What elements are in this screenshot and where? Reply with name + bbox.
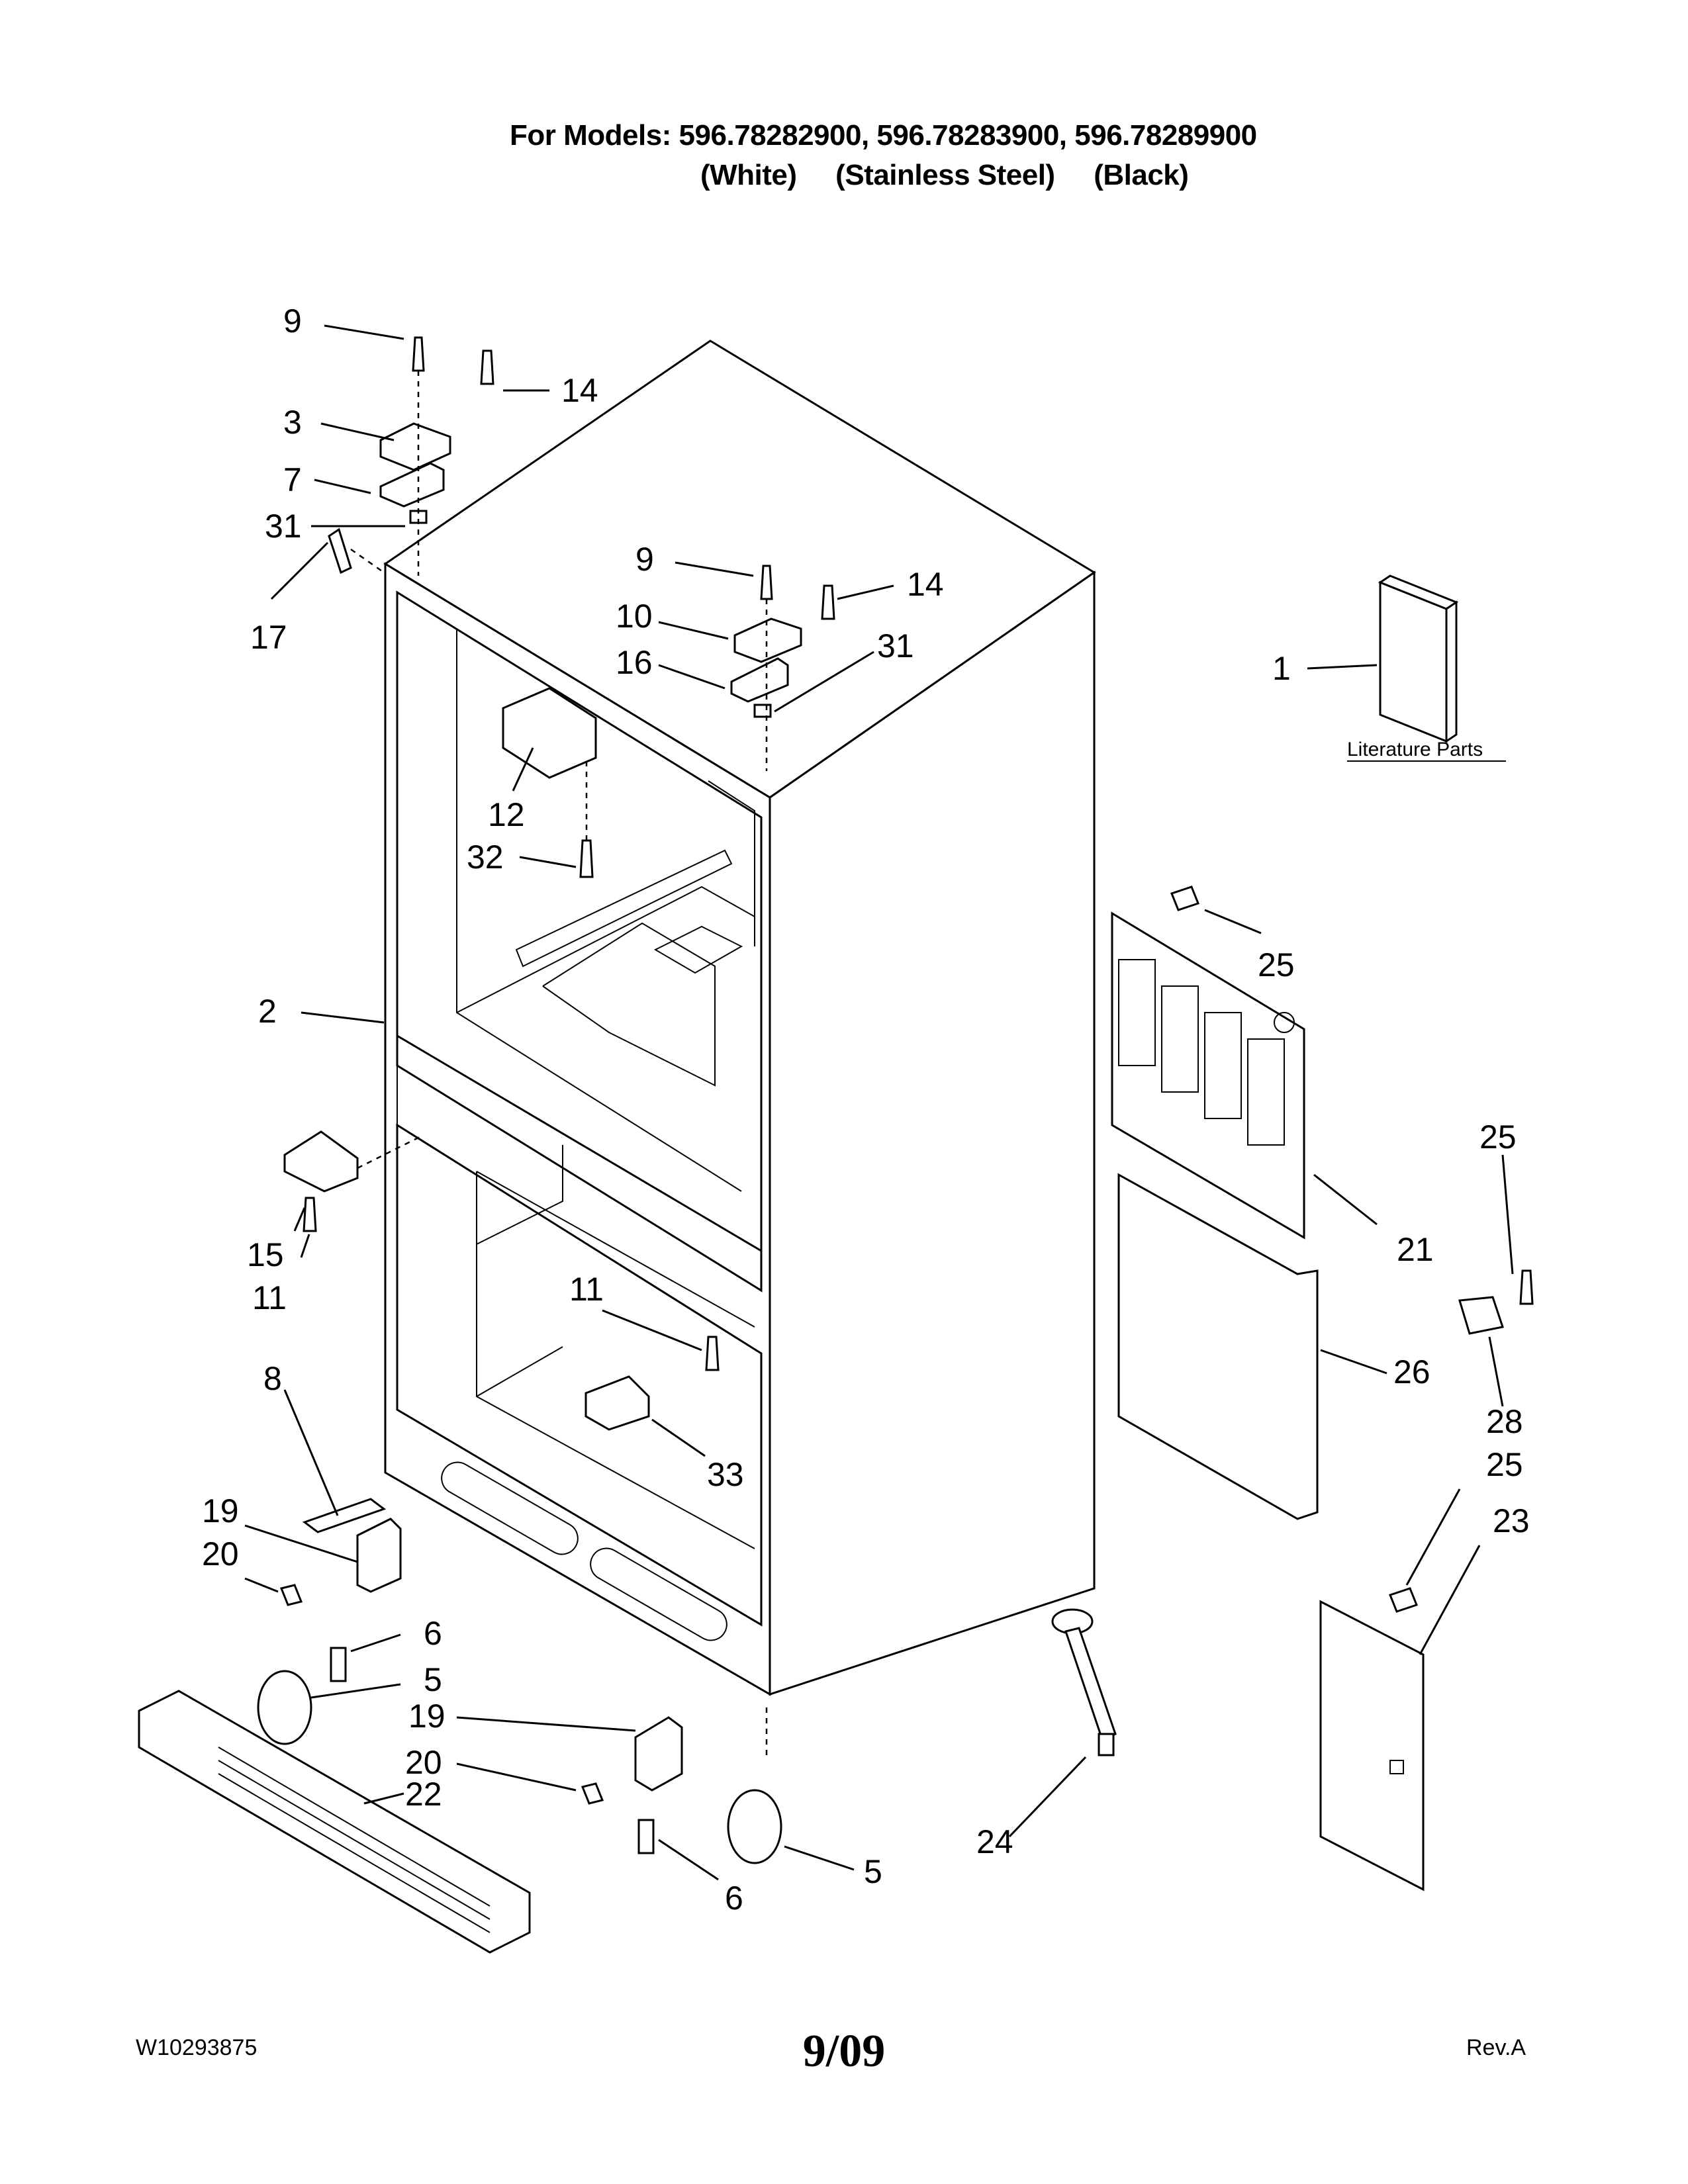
roller-5b bbox=[727, 1789, 782, 1864]
hinge-cover-3 bbox=[379, 422, 451, 471]
models-line: For Models: 596.78282900, 596.78283900, … bbox=[510, 119, 1257, 152]
part-17 bbox=[328, 527, 352, 574]
screw-20b bbox=[581, 1782, 604, 1805]
callout-9: 9 bbox=[283, 302, 302, 340]
callout-labels: 9 14 3 7 31 17 9 14 10 16 31 1 12 32 2 2… bbox=[202, 302, 1530, 1917]
part-12-housing bbox=[502, 687, 597, 779]
callout-5b: 5 bbox=[864, 1853, 882, 1890]
literature-booklet bbox=[1378, 574, 1459, 743]
callout-15: 15 bbox=[247, 1236, 284, 1273]
callout-19b: 19 bbox=[408, 1698, 445, 1735]
screw-9b bbox=[760, 565, 773, 600]
screw-32 bbox=[579, 839, 594, 878]
callout-31: 31 bbox=[265, 508, 302, 545]
callout-2: 2 bbox=[258, 993, 277, 1030]
leveler-6 bbox=[330, 1647, 347, 1682]
hinge-cover-10 bbox=[733, 617, 802, 663]
screw-25c bbox=[1389, 1587, 1418, 1613]
top-left-hinge-group bbox=[328, 336, 494, 576]
callout-10: 10 bbox=[616, 598, 653, 635]
callout-32: 32 bbox=[467, 839, 504, 876]
clamp-28 bbox=[1458, 1296, 1504, 1335]
rod-8 bbox=[302, 1498, 387, 1533]
screw-14b bbox=[821, 584, 835, 620]
bracket-33 bbox=[585, 1375, 650, 1431]
hinge-7 bbox=[379, 462, 445, 508]
callout-20: 20 bbox=[202, 1535, 239, 1572]
screw-20 bbox=[279, 1584, 303, 1606]
literature-caption: Literature Parts bbox=[1347, 739, 1483, 760]
hinge-16 bbox=[730, 657, 789, 703]
callout-19: 19 bbox=[202, 1492, 239, 1529]
callout-6b: 6 bbox=[725, 1880, 743, 1917]
callout-23: 23 bbox=[1493, 1502, 1530, 1539]
callout-21: 21 bbox=[1397, 1231, 1434, 1268]
access-cover-23 bbox=[1319, 1600, 1425, 1891]
screw-11b bbox=[705, 1336, 720, 1371]
shim-31b bbox=[753, 704, 772, 718]
freezer-opening bbox=[396, 1123, 763, 1627]
callout-3: 3 bbox=[283, 404, 302, 441]
doc-number: W10293875 bbox=[136, 2035, 258, 2060]
screw-25b bbox=[1519, 1269, 1534, 1305]
callout-12: 12 bbox=[488, 796, 525, 833]
callout-14b: 14 bbox=[907, 566, 944, 603]
screw-11 bbox=[303, 1197, 317, 1232]
callout-8: 8 bbox=[263, 1360, 282, 1397]
rear-grille-21 bbox=[1111, 911, 1305, 1240]
callout-6: 6 bbox=[424, 1615, 442, 1652]
cabinet bbox=[383, 340, 1096, 1696]
callout-20b: 20 bbox=[405, 1744, 442, 1781]
callout-7: 7 bbox=[283, 461, 302, 498]
revision: Rev.A bbox=[1466, 2035, 1526, 2060]
callout-16: 16 bbox=[616, 644, 653, 681]
bracket-19b bbox=[634, 1716, 683, 1792]
top-right-hinge-group bbox=[730, 565, 835, 771]
leader-lines bbox=[244, 324, 1514, 1881]
rear-panel-26 bbox=[1117, 1173, 1319, 1520]
doc-date: 9/09 bbox=[802, 2026, 886, 2077]
callout-1: 1 bbox=[1272, 650, 1291, 687]
callout-26: 26 bbox=[1393, 1353, 1430, 1390]
callout-25: 25 bbox=[1258, 946, 1295, 983]
screw-25a bbox=[1170, 886, 1199, 911]
wire-harness-24 bbox=[1051, 1608, 1117, 1756]
callout-11: 11 bbox=[252, 1279, 287, 1316]
roller-5 bbox=[257, 1670, 312, 1745]
callout-25c: 25 bbox=[1486, 1446, 1523, 1483]
bracket-19 bbox=[356, 1518, 402, 1593]
callout-25b: 25 bbox=[1479, 1118, 1517, 1156]
callout-22: 22 bbox=[405, 1776, 442, 1813]
callout-31b: 31 bbox=[877, 627, 914, 664]
callout-9b: 9 bbox=[635, 541, 654, 578]
callout-28: 28 bbox=[1486, 1403, 1523, 1440]
screw-9 bbox=[412, 336, 425, 372]
callout-11b: 11 bbox=[569, 1271, 604, 1308]
right-leveler-group bbox=[581, 1707, 782, 1864]
toe-grille-22 bbox=[138, 1690, 531, 1954]
left-leveler-group bbox=[257, 1498, 402, 1745]
callout-5: 5 bbox=[424, 1661, 442, 1698]
callout-33: 33 bbox=[707, 1456, 744, 1493]
callout-14: 14 bbox=[561, 372, 598, 409]
finish-line: (White) (Stainless Steel) (Black) bbox=[700, 159, 1189, 191]
screw-14 bbox=[480, 349, 494, 385]
cabinet-front bbox=[384, 562, 771, 1696]
bracket-15 bbox=[283, 1130, 359, 1193]
leveler-6b bbox=[637, 1819, 655, 1854]
callout-17: 17 bbox=[250, 619, 287, 656]
callout-24: 24 bbox=[976, 1823, 1013, 1860]
